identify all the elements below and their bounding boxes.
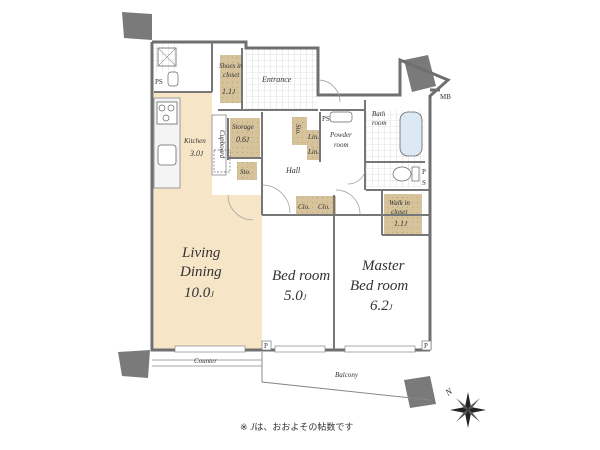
shoes-closet-label-1: Shoes in — [219, 62, 243, 70]
burner-3 — [162, 114, 170, 122]
pillar-bottom-left — [118, 350, 150, 378]
sto2-label: Sto. — [240, 168, 251, 176]
ps-right-label-1: P — [422, 168, 426, 176]
north-label: N — [443, 385, 455, 398]
lin1-label: Lin. — [307, 133, 319, 141]
bedroom-floor — [262, 215, 334, 350]
lin-fill — [307, 130, 320, 160]
lin2-label: Lin. — [307, 148, 319, 156]
walkin-label-1: Walk in — [389, 199, 410, 207]
burner-1 — [158, 104, 166, 112]
living-dining-floor — [154, 92, 262, 350]
compass-rose — [450, 392, 486, 428]
clo1-fill — [296, 196, 316, 215]
shoes-closet-label-2: closet — [223, 71, 240, 79]
shoes-closet-fill — [220, 55, 242, 103]
master-floor — [334, 215, 427, 350]
sto2-fill — [237, 162, 257, 180]
washer-cross-2 — [157, 47, 177, 67]
living-size: 10.0J — [184, 285, 214, 301]
living-label-1: Living — [181, 245, 221, 261]
toilet-tank — [411, 166, 420, 182]
powder-label-1: Powder — [329, 131, 352, 139]
bathtub — [399, 111, 423, 157]
outdoor-unit-1 — [261, 340, 272, 351]
mb-label: MB — [440, 93, 451, 101]
master-label-1: Master — [361, 258, 405, 274]
sliding-window-3 — [344, 345, 416, 353]
ps-mid-label: PS — [322, 115, 330, 123]
kitchen-size: 3.0J — [189, 149, 204, 158]
kitchen-label: Kitchen — [183, 137, 206, 145]
left-wall — [150, 42, 154, 352]
master-label-2: Bed room — [350, 278, 408, 294]
washing-machine — [157, 47, 177, 67]
note-prefix: ※ — [240, 423, 248, 433]
storage-fill — [230, 118, 260, 158]
sto1-label: Sto. — [294, 124, 302, 135]
powder-label-2: room — [334, 141, 349, 149]
bedroom-size: 5.0J — [284, 288, 307, 304]
toilet — [392, 166, 412, 182]
p-left-label: P — [264, 342, 268, 350]
clo2-label: Clo. — [318, 203, 330, 211]
outer-wall — [152, 40, 451, 350]
kitchen-sink — [157, 144, 177, 166]
counter-label: Counter — [194, 357, 217, 365]
sliding-window-1 — [174, 345, 246, 353]
entrance-tile — [246, 48, 318, 110]
bath-label-1: Bath — [372, 110, 386, 118]
door-swings — [227, 79, 367, 221]
bedroom-label: Bed room — [272, 268, 330, 284]
balcony-label: Balcony — [335, 371, 359, 379]
clo2-fill — [316, 196, 336, 215]
outdoor-unit-2 — [421, 340, 432, 351]
area-note: ※ Jは、おおよその帖数です — [240, 420, 353, 433]
bath-label-2: room — [372, 119, 387, 127]
stove — [156, 101, 178, 125]
living-label-2: Dining — [179, 264, 222, 280]
walkin-label-2: closet — [391, 208, 408, 216]
balcony-rail — [261, 352, 431, 401]
master-size: 6.2J — [370, 298, 393, 314]
walkin-size: 1.1J — [394, 219, 408, 228]
cupboard-unit — [211, 114, 227, 176]
storage-size: 0.6J — [236, 135, 250, 144]
sto1-fill — [292, 117, 307, 145]
ps-sink — [167, 71, 179, 87]
shoes-closet-size: 1.1J — [222, 87, 236, 96]
ps-top-label: PS — [155, 78, 163, 86]
burner-2 — [167, 104, 175, 112]
pillar-bottom-right — [404, 376, 436, 408]
clo1-label: Clo. — [298, 203, 310, 211]
sliding-window-2 — [274, 345, 326, 353]
fridge-space — [213, 149, 231, 173]
p-right-label: P — [424, 342, 428, 350]
wash-basin — [329, 111, 353, 123]
interior-walls — [154, 42, 430, 350]
ps-right-label-2: S — [422, 179, 426, 187]
note-symbol: J — [250, 422, 255, 432]
cupboard-label: Cupboard — [218, 130, 226, 159]
entrance-label: Entrance — [261, 75, 292, 84]
note-text: は、おおよその帖数です — [254, 423, 354, 433]
pillar-top-left — [122, 12, 152, 40]
storage-label: Storage — [232, 123, 254, 131]
hall-label: Hall — [285, 166, 301, 175]
